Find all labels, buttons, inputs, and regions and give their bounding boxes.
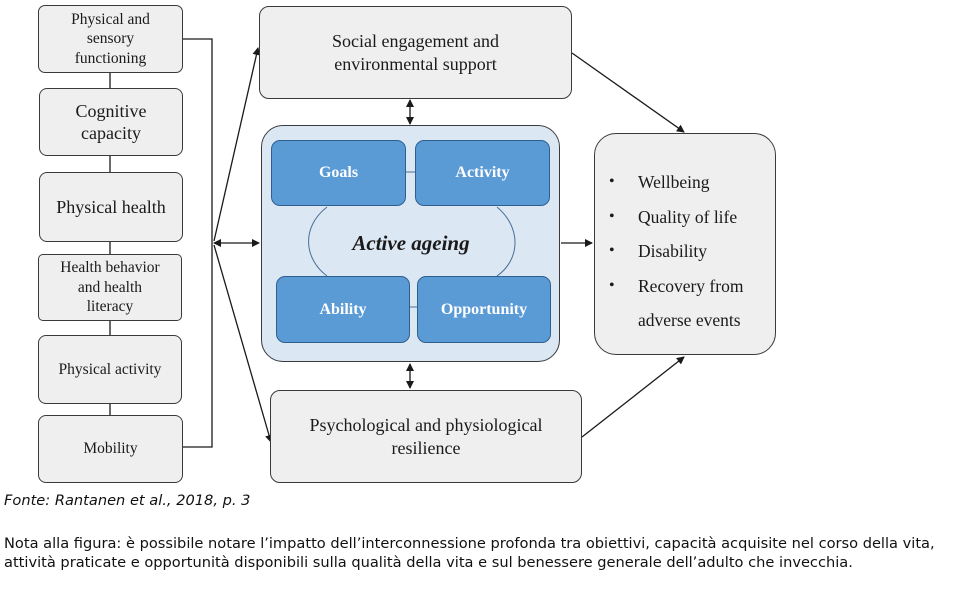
goals-label: Goals <box>318 164 359 181</box>
social-engagement-label: Social engagement and environmental supp… <box>332 31 499 74</box>
left-box-label: Physical activity <box>58 360 162 378</box>
outcome-item-continuation: adverse events <box>609 303 743 338</box>
outcome-label: Wellbeing <box>638 172 710 192</box>
left-box-label: Physical health <box>56 196 166 217</box>
ability-pill: Ability <box>276 276 410 343</box>
left-box-label: Physical and sensory functioning <box>71 10 150 67</box>
figure-note: Nota alla figura: è possibile notare l’i… <box>4 535 935 571</box>
outcome-item: • Disability <box>609 234 743 269</box>
goals-pill: Goals <box>271 140 406 206</box>
bracket-top-arrow <box>213 47 261 242</box>
left-box-cognitive: Cognitive capacity <box>39 88 183 156</box>
left-box-mobility: Mobility <box>38 415 183 483</box>
left-box-label: Health behavior and health literacy <box>60 259 160 316</box>
outcome-item: • Quality of life <box>609 200 743 235</box>
social-engagement-box: Social engagement and environmental supp… <box>259 6 572 99</box>
ability-label: Ability <box>319 300 367 318</box>
bracket-bottom-arrow <box>213 244 273 443</box>
active-ageing-title: Active ageing <box>352 231 470 255</box>
opportunity-pill: Opportunity <box>417 276 551 343</box>
outcome-label: Recovery from <box>638 275 744 296</box>
opportunity-label: Opportunity <box>440 300 528 318</box>
left-box-label: Mobility <box>83 440 138 458</box>
left-box-physical-health: Physical health <box>39 172 183 242</box>
left-box-physical-sensory: Physical and sensory functioning <box>38 5 183 73</box>
left-bracket <box>182 38 213 448</box>
bullet-icon: • <box>609 207 615 225</box>
resilience-box: Psychological and physiological resilien… <box>270 390 582 483</box>
outcome-item: • Wellbeing <box>609 165 743 200</box>
activity-pill: Activity <box>415 140 550 206</box>
activity-label: Activity <box>455 164 510 181</box>
bullet-icon: • <box>609 173 615 190</box>
outcomes-list: •Wellbeing •Quality of life •Disability … <box>609 165 743 338</box>
outcome-label: Quality of life <box>638 206 738 227</box>
left-box-physical-activity: Physical activity <box>38 335 182 404</box>
bullet-icon: • <box>609 242 615 259</box>
outcomes-box: •Wellbeing •Quality of life •Disability … <box>594 133 776 355</box>
outcome-item: • Recovery from <box>609 269 743 304</box>
resilience-label: Psychological and physiological resilien… <box>309 415 543 458</box>
left-box-health-behavior: Health behavior and health literacy <box>38 254 182 321</box>
bullet-icon: • <box>609 276 615 294</box>
top-outcome-arrow <box>571 52 685 133</box>
outcome-label: adverse events <box>638 310 741 330</box>
left-box-label: Cognitive capacity <box>75 100 147 144</box>
source-caption: Fonte: Rantanen et al., 2018, p. 3 <box>4 492 251 509</box>
bottom-outcome-arrow <box>581 356 685 438</box>
outcome-label: Disability <box>638 241 708 261</box>
